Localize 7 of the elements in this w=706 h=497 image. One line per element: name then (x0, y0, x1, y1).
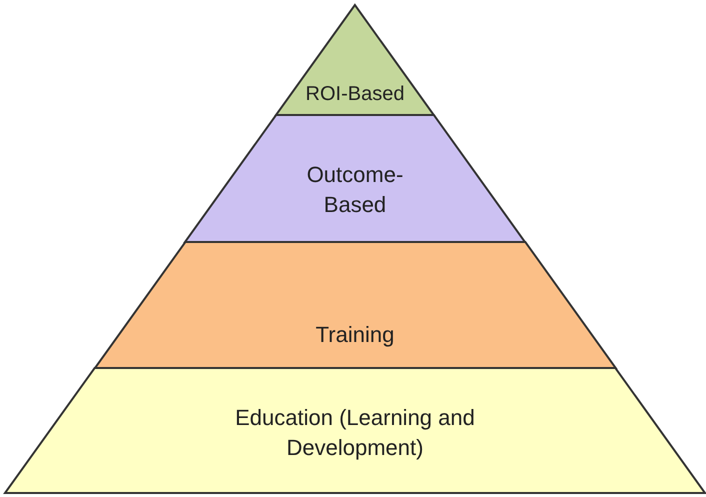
tier-label: Education (Learning and Development) (234, 404, 476, 462)
tier-label: Training (314, 321, 396, 349)
pyramid-tier (5, 368, 705, 493)
pyramid-tier (94, 242, 616, 368)
tier-label: Outcome-Based (306, 161, 404, 219)
pyramid-tier (185, 115, 525, 242)
tier-label: ROI-Based (304, 82, 406, 107)
